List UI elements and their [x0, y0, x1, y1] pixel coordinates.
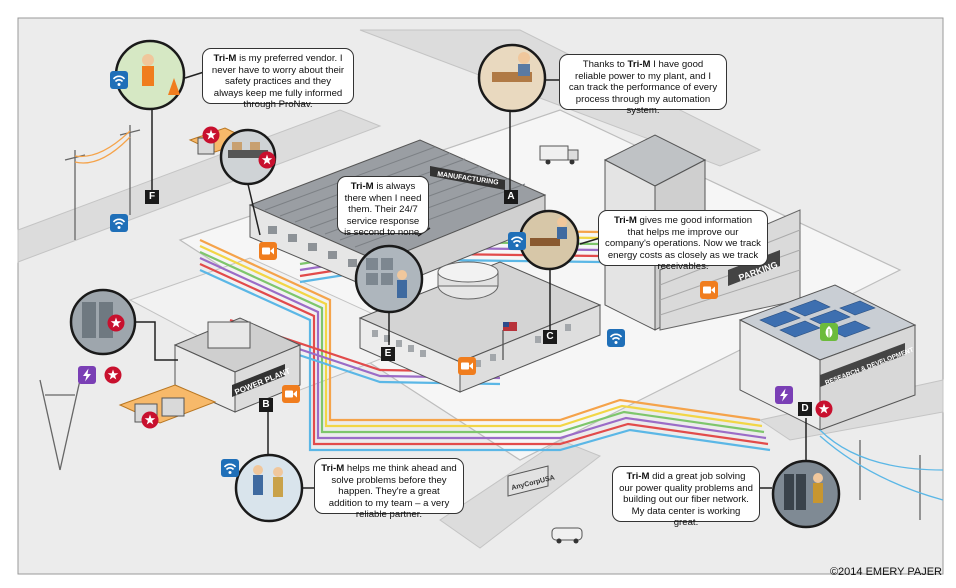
- leaf-icon: [819, 322, 839, 342]
- vignette-datacenter: [771, 459, 841, 529]
- tag-b: B: [259, 398, 273, 412]
- star-icon: [258, 151, 276, 169]
- callout-info: Tri-M gives me good information that hel…: [598, 210, 768, 272]
- brand-label: Tri-M: [213, 53, 237, 64]
- star-icon: [107, 314, 125, 332]
- star-icon: [141, 411, 159, 429]
- vignette-power: [477, 43, 547, 113]
- lightning-icon: [775, 386, 793, 404]
- vignette-safety: [114, 39, 186, 111]
- callout-power-post: I have good reliable power to my plant, …: [568, 59, 718, 117]
- vignette-service: [354, 244, 424, 314]
- callout-power: Thanks to Tri-M I have good reliable pow…: [559, 54, 727, 116]
- star-icon: [104, 366, 122, 384]
- callout-power-pre: Thanks to: [582, 59, 628, 70]
- brand-label: Tri-M: [626, 471, 650, 482]
- callout-service-text: is always there when I need them. Their …: [344, 181, 422, 239]
- callout-safety-text: is my preferred vendor. I never have to …: [211, 53, 345, 111]
- tag-f: F: [145, 190, 159, 204]
- brand-label: Tri-M: [350, 181, 374, 192]
- wifi-icon: [220, 458, 240, 478]
- brand-label: Tri-M: [613, 215, 637, 226]
- camera-icon: [458, 357, 476, 375]
- power-plant-building: POWER PLANT: [173, 317, 302, 413]
- copyright-credit: ©2014 EMERY PAJER: [829, 566, 942, 578]
- wifi-icon: [109, 213, 129, 233]
- research-building: RESEARCH & DEVELOPMENT: [738, 284, 917, 431]
- tag-e: E: [381, 347, 395, 361]
- delivery-truck: [539, 145, 579, 165]
- wifi-icon: [507, 231, 527, 251]
- callout-partner-text: helps me think ahead and solve problems …: [328, 463, 457, 521]
- vignette-switchgear: [69, 288, 137, 356]
- camera-icon: [259, 242, 277, 260]
- star-icon: [815, 400, 833, 418]
- headquarters-building: [358, 261, 602, 393]
- power-lines: [39, 125, 944, 520]
- callout-service: Tri-M is always there when I need them. …: [337, 176, 429, 238]
- vignette-conveyor: [219, 128, 277, 186]
- callout-info-text: gives me good information that helps me …: [605, 215, 761, 273]
- camera-icon: [700, 281, 718, 299]
- callout-partner: Tri-M helps me think ahead and solve pro…: [314, 458, 464, 520]
- wifi-icon: [109, 70, 129, 90]
- callout-fiber-text: did a great job solving our power qualit…: [619, 471, 753, 529]
- vignette-info: [518, 209, 580, 271]
- lightning-icon: [78, 366, 96, 384]
- vignette-partner: [234, 453, 304, 523]
- wifi-icon: [606, 328, 626, 348]
- car: [551, 527, 583, 544]
- callout-fiber: Tri-M did a great job solving our power …: [612, 466, 760, 528]
- tag-c: C: [543, 330, 557, 344]
- camera-icon: [282, 385, 300, 403]
- brand-label: Tri-M: [321, 463, 345, 474]
- tag-d: D: [798, 402, 812, 416]
- callout-safety: Tri-M is my preferred vendor. I never ha…: [202, 48, 354, 110]
- star-icon: [202, 126, 220, 144]
- tag-a: A: [504, 190, 518, 204]
- brand-label: Tri-M: [627, 59, 651, 70]
